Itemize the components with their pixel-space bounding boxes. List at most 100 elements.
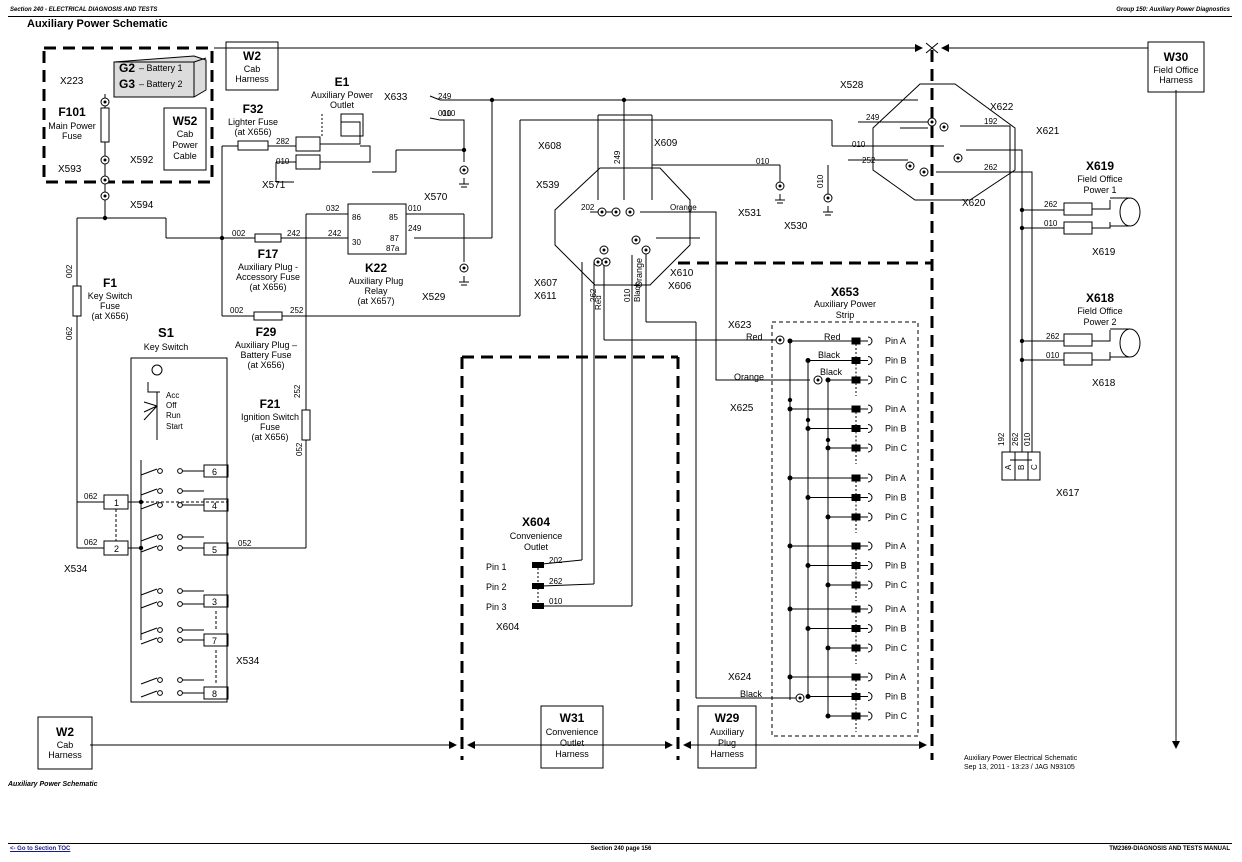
strip-pin-label: Pin A <box>885 604 906 614</box>
g2-label: G2 <box>119 61 135 75</box>
f101-desc-2: Fuse <box>62 131 82 141</box>
connector-label-x611: X611 <box>534 291 557 302</box>
harness-boundary-lines <box>42 46 934 760</box>
junction-dot <box>825 437 831 443</box>
f32-desc-1: Lighter Fuse <box>228 117 278 127</box>
f29-label: F29 <box>256 325 277 339</box>
strip-pin-label: Pin C <box>885 512 908 522</box>
k22-desc-2: Relay <box>364 286 388 296</box>
junction-dot <box>787 397 793 403</box>
harness-w30-id: W30 <box>1164 50 1189 64</box>
connector-label-x624: X624 <box>728 672 752 683</box>
ring-terminal-center <box>462 266 466 270</box>
ring-terminal-center <box>798 696 802 700</box>
harness-w52-line2: Power <box>172 140 198 150</box>
connector-label-x618: X618 <box>1092 378 1116 389</box>
junction-dot <box>805 563 811 568</box>
connector-label-x539: X539 <box>536 180 560 191</box>
strip-socket-icon <box>867 672 873 682</box>
strip-socket-icon <box>867 473 873 483</box>
switch-terminal-8: 8 <box>212 689 217 699</box>
connector-label-x606: X606 <box>668 281 692 292</box>
x653-label: X653 <box>831 285 859 299</box>
switch-terminal-7: 7 <box>212 636 217 646</box>
ring-terminal-center <box>596 260 600 264</box>
f17-desc-2: Accessory Fuse <box>236 272 300 282</box>
strip-pin-block <box>851 474 861 482</box>
header-rule <box>8 16 1232 17</box>
page-title: Auxiliary Power Schematic <box>27 18 168 30</box>
strip-pin-block <box>851 425 861 432</box>
strip-pin-block <box>851 712 861 720</box>
harness-w31-id: W31 <box>560 711 585 725</box>
strip-pin-block <box>851 673 861 681</box>
ring-terminal-center <box>462 168 466 172</box>
e1-desc-2: Outlet <box>330 100 355 110</box>
strip-socket-icon <box>867 424 873 433</box>
f17-label: F17 <box>258 247 279 261</box>
ground-icon <box>823 206 833 216</box>
wire-label-red: Red <box>594 295 603 310</box>
wire-color-black: Black <box>820 367 843 377</box>
junction-dot <box>787 338 793 344</box>
switch-terminal-1: 1 <box>114 498 119 508</box>
junction-dot <box>825 582 831 588</box>
g3-label: G3 <box>119 77 135 91</box>
connector-label-x609: X609 <box>654 138 678 149</box>
f29-desc-3: (at X656) <box>247 360 284 370</box>
ring-terminal-center <box>778 338 782 342</box>
switch-terminal-3: 3 <box>212 597 217 607</box>
wire-label-010: 010 <box>756 157 770 166</box>
connector-label-x621: X621 <box>1036 126 1060 137</box>
junction-dot <box>138 499 144 505</box>
section-header: Section 240 - ELECTRICAL DIAGNOSIS AND T… <box>10 7 158 13</box>
ground-icon <box>775 194 785 204</box>
wire-color-red: Red <box>824 332 841 342</box>
wire-color-orange: Orange <box>734 372 764 382</box>
f29-desc-1: Auxiliary Plug – <box>235 340 297 350</box>
f32-desc-2: (at X656) <box>234 127 271 137</box>
junction-dot <box>787 674 793 680</box>
strip-pin-block <box>851 494 861 501</box>
harness-w29-line2: Plug <box>718 738 736 748</box>
f101-label: F101 <box>58 105 86 119</box>
wire-label-262: 262 <box>549 577 563 586</box>
wire-label-010: 010 <box>1046 351 1060 360</box>
junction-dot <box>805 417 811 423</box>
ring-terminal-center <box>103 100 107 104</box>
junction-dot <box>461 147 467 153</box>
wire-label-062: 062 <box>84 538 98 547</box>
junction-dot <box>787 406 793 412</box>
group-header: Group 150: Auxiliary Power Diagnostics <box>1116 7 1230 13</box>
e1-label: E1 <box>335 75 350 89</box>
x604-desc-2: Outlet <box>524 542 549 552</box>
strip-pin-label: Pin C <box>885 711 908 721</box>
wire-label-262: 262 <box>1011 432 1020 446</box>
wire-label-010: 010 <box>623 288 632 302</box>
key-icon <box>143 364 163 440</box>
strip-socket-icon <box>867 561 873 570</box>
figure-caption: Auxiliary Power Schematic <box>8 781 98 788</box>
connector-label-x623: X623 <box>728 320 752 331</box>
wire-label-282: 282 <box>276 137 290 146</box>
x604-desc-1: Convenience <box>510 531 563 541</box>
strip-socket-icon <box>867 643 873 653</box>
strip-pin-label: Pin B <box>885 424 907 434</box>
ring-terminal-center <box>628 210 632 214</box>
junction-dot <box>621 97 627 103</box>
wire-label-192: 192 <box>997 432 1006 446</box>
section-toc-link[interactable]: <- Go to Section TOC <box>10 846 71 852</box>
footer-rule <box>8 843 1232 844</box>
ring-terminal-center <box>826 196 830 200</box>
ring-terminal-center <box>816 378 820 382</box>
strip-socket-icon <box>867 541 873 551</box>
wire-label-262: 262 <box>984 163 998 172</box>
relay-pin-87a: 87a <box>386 244 400 253</box>
connector-label-x619: X619 <box>1092 247 1116 258</box>
connector-label-x534: X534 <box>64 564 88 575</box>
connector-label-x571: X571 <box>262 180 286 191</box>
wire-label-002: 002 <box>232 229 246 238</box>
ring-terminal-center <box>644 248 648 252</box>
strip-socket-icon <box>867 692 873 701</box>
wire-label-262: 262 <box>589 288 598 302</box>
